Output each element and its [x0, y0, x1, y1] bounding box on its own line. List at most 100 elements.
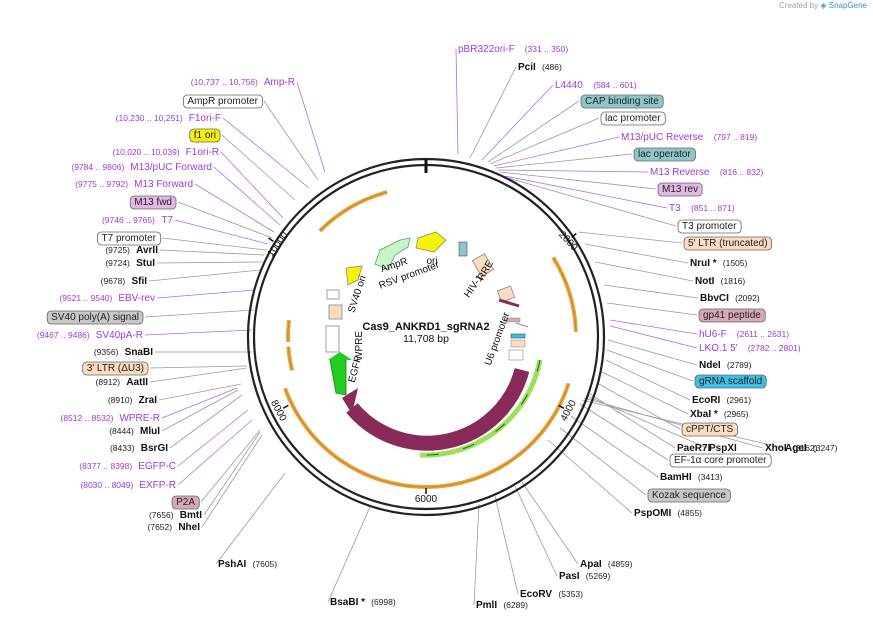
- egfp-outer-arc-1-edge: [287, 346, 293, 371]
- bsrgi-label: BsrGI(8433): [110, 443, 168, 454]
- f1ori-f-range: (10,230 .. 10,251): [116, 113, 183, 123]
- bbvci-label: BbvCI(2092): [700, 293, 760, 304]
- lko-1-5-leader: [609, 325, 698, 349]
- f1ori-f-label: F1ori-F(10,230 .. 10,251): [116, 113, 221, 124]
- lac-operator-leader: [495, 153, 633, 169]
- nhei-label: NheI(7652): [148, 522, 201, 533]
- ef-1-core-promoter-label: EF-1α core promoter: [669, 453, 772, 468]
- gp41-box: [505, 317, 521, 323]
- hu6-f-label: hU6-F(2611 .. 2631): [699, 329, 789, 340]
- xhoi-label: XhoI (3162): [765, 443, 818, 454]
- egfp-c-name: EGFP-C: [138, 461, 176, 472]
- bmti-leader: [203, 431, 261, 516]
- t7-label: T7(9746 .. 9765): [102, 215, 173, 226]
- gp41-peptide-leader: [606, 302, 698, 316]
- exfp-r-range: (8030 .. 8049): [80, 480, 133, 490]
- apai-pos: (4859): [608, 559, 633, 569]
- pasi-leader: [514, 485, 558, 577]
- ndei-label: NdeI(2789): [699, 360, 752, 371]
- snabi-pos: (9356): [94, 347, 119, 357]
- rre-box: [496, 285, 516, 303]
- 5-ltr-truncated-label: 5' LTR (truncated): [683, 236, 772, 251]
- ef1a-box: [508, 349, 524, 361]
- 5-ltr-truncated-box-bg: [683, 236, 772, 251]
- leader-lines: [144, 48, 784, 606]
- tick-mark-10000: [268, 237, 274, 243]
- l4440-range: (584 .. 601): [593, 80, 637, 90]
- hu6-f-name: hU6-F: [699, 329, 727, 340]
- ef-1-core-promoter-box-bg: [669, 453, 772, 468]
- ef-1-core-promoter-text: EF-1α core promoter: [674, 455, 767, 466]
- agei-leader: [581, 399, 784, 449]
- sv40pa-r-range: (9467 .. 9486): [37, 330, 90, 340]
- lac-promoter-leader: [489, 117, 600, 165]
- apai-label: ApaI(4859): [580, 559, 633, 570]
- cas9-outer-arc: [283, 382, 571, 489]
- snabi-name: SnaBI: [125, 347, 154, 358]
- tick-mark-4000: [558, 404, 565, 409]
- f1-ori-box-bg: [189, 128, 221, 143]
- snapgene-logo-icon: ◈: [820, 1, 827, 10]
- cap-binding-site-text: CAP binding site: [585, 96, 659, 107]
- m13-forward-range: (9775 .. 9792): [75, 179, 128, 189]
- cas9-outer-arc-edge: [284, 383, 570, 488]
- xbai-label: XbaI * (2965): [690, 409, 749, 420]
- aatii-label: AatII(8912): [96, 377, 149, 388]
- aatii-name: AatII: [126, 377, 148, 388]
- sv40pa-box: [326, 289, 340, 300]
- pshai-name: PshAI: [218, 559, 247, 570]
- m13-forward-leader: [194, 183, 275, 233]
- bsrgi-pos: (8433): [110, 443, 135, 453]
- l4440-label: L4440(584 .. 601): [555, 80, 637, 91]
- avrii-pos: (9725): [105, 245, 130, 255]
- t3-range: (851 .. 871): [691, 203, 735, 213]
- mlui-pos: (8444): [109, 426, 134, 436]
- t7-promoter-text: T7 promoter: [102, 233, 157, 244]
- xbai-name: XbaI *: [690, 409, 718, 420]
- zrai-leader: [158, 383, 242, 401]
- mlui-leader: [161, 389, 239, 432]
- nrui-label: NruI *(1505): [690, 258, 748, 269]
- paer7i-label: PaeR7I: [677, 443, 711, 454]
- bamhi-label: BamHI(3413): [660, 472, 723, 483]
- cap-binding-site-label: CAP binding site: [580, 94, 664, 109]
- egfp-outer-arc-2-edge: [287, 320, 290, 342]
- sv40-poly-a-signal-box-bg: [46, 310, 144, 325]
- ampr-outer-arc-edge: [319, 191, 388, 232]
- sv40pa-r-label: SV40pA-R (9467 .. 9486): [37, 330, 143, 341]
- m13-fwd-box-bg: [129, 195, 177, 210]
- pbr322ori-f-range: (331 .. 350): [525, 44, 569, 54]
- bamhi-leader: [570, 415, 659, 478]
- t7-name: T7: [161, 215, 173, 226]
- amp-r-leader: [296, 81, 326, 173]
- ndei-leader: [607, 339, 698, 366]
- hu6-f-leader: [609, 319, 698, 335]
- m13-puc-reverse-label: M13/pUC Reverse(797 .. 819): [621, 132, 757, 143]
- pspomi-name: PspOMI: [634, 508, 671, 519]
- stui-name: StuI: [136, 258, 155, 269]
- tick-label-10000: 10000: [265, 230, 290, 259]
- egfp-outer-arc-1: [286, 346, 295, 371]
- ebv-rev-label: EBV-rev (9521 .. 9540): [59, 293, 155, 304]
- xhoi-name: XhoI: [765, 443, 787, 454]
- sv40pa-r-name: SV40pA-R: [96, 330, 143, 341]
- xbai-pos: (2965): [724, 409, 749, 419]
- m13-fwd-leader: [177, 201, 273, 239]
- u6-marker: [515, 322, 529, 328]
- sfii-name: SfiI: [131, 276, 147, 287]
- f1-ori-text: f1 ori: [194, 130, 216, 141]
- ltr5-box: [471, 253, 495, 277]
- m13-rev-leader: [499, 171, 657, 190]
- lko-1-5-range: (2782 .. 2801): [748, 343, 801, 353]
- pspxi-label: PspXI: [709, 443, 737, 454]
- ebv-rev-name: EBV-rev: [118, 293, 155, 304]
- bsabi-name: BsaBI *: [330, 597, 365, 608]
- nhei-pos: (7652): [148, 522, 173, 532]
- ebv-rev-range: (9521 .. 9540): [59, 293, 112, 303]
- m13-puc-forward-name: M13/pUC Forward: [130, 162, 212, 173]
- xhoi-pos: (3162): [793, 443, 818, 453]
- lko-1-5-label: LKO.1 5'(2782 .. 2801): [699, 343, 801, 354]
- amp-r-label: Amp-R(10,737 .. 10,756): [191, 77, 295, 88]
- inner-label-wpre: WPRE: [354, 331, 365, 361]
